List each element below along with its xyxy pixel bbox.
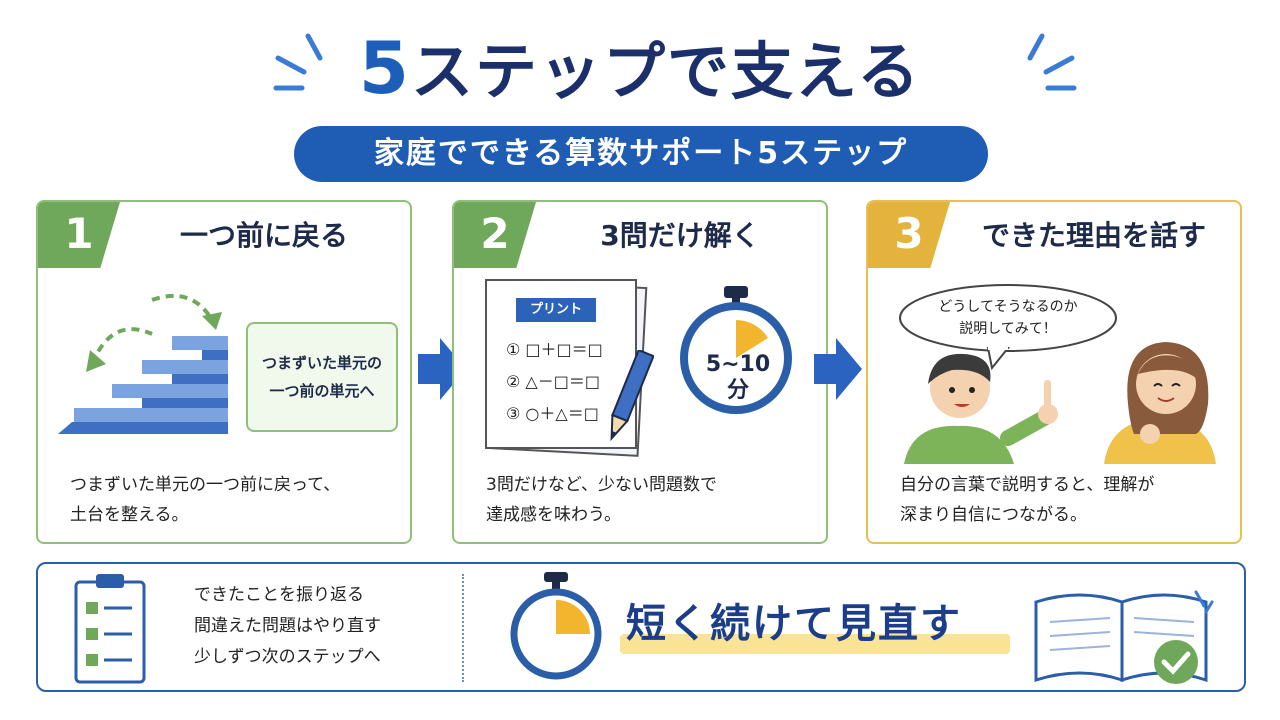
step1-note-box: つまずいた単元の 一つ前の単元へ (246, 322, 398, 432)
timer-duration: 5~10 分 (705, 352, 771, 403)
arrow-right-icon (418, 338, 466, 400)
list-item: できたことを振り返る (194, 585, 364, 605)
stairs-illustration-icon (58, 294, 228, 434)
worksheet-line-3: ③ ○＋△＝□ (506, 404, 599, 423)
burst-lines-right-icon (1027, 33, 1077, 91)
list-item: 少しずつ次のステップへ (194, 647, 381, 667)
step-title-1: 一つ前に戻る (179, 219, 348, 252)
clipboard-checklist-icon (74, 574, 146, 684)
worksheet-line-1: ① □＋□＝□ (506, 340, 603, 359)
step-description-3: 自分の言葉で説明すると、理解が 深まり自信につながる。 (900, 475, 1155, 525)
list-item: 間違えた問題はやり直す (194, 616, 381, 636)
worksheet-label: プリント (516, 298, 596, 322)
stopwatch-icon (680, 286, 792, 414)
summary-headline: 短く続けて見直す (626, 601, 962, 647)
burst-lines-left-icon (273, 33, 323, 91)
subtitle-banner: 家庭でできる算数サポート5ステップ (294, 126, 988, 182)
dotted-divider (462, 574, 464, 682)
step-title-2: 3問だけ解く (600, 219, 760, 252)
step-card-1: 1 一つ前に戻る つまずいた単元の 一つ前の単元へ つまずいた単元の一つ前に戻っ… (36, 200, 412, 544)
step-description-1: つまずいた単元の一つ前に戻って、 土台を整える。 (70, 475, 341, 525)
stopwatch-icon (510, 572, 602, 680)
step-number-2: 2 (454, 202, 536, 268)
step-number-1: 1 (38, 202, 120, 268)
review-checklist: できたことを振り返る 間違えた問題はやり直す 少しずつ次のステップへ (194, 580, 381, 673)
open-book-check-icon (1034, 590, 1214, 684)
speech-bubble-text: どうしてそうなるのか 説明してみて！ (938, 299, 1078, 337)
step-card-3: 3 できた理由を話す どうしてそうなるのか 説明してみて！ 自分の言葉で説明する… (866, 200, 1242, 544)
page-title: 5ステップで支える (358, 26, 922, 110)
step-card-2: 2 3問だけ解く プリント ① □＋□＝□ ② △－□＝□ ③ ○＋△＝□ 5~… (452, 200, 828, 544)
step-number-3: 3 (868, 202, 950, 268)
arrow-right-icon (814, 338, 862, 400)
speech-bubble-icon (899, 284, 1117, 371)
highlight-marker (620, 634, 1010, 654)
step-description-2: 3問だけなど、少ない問題数で 達成感を味わう。 (486, 475, 717, 525)
child-and-parent-illustration-icon (904, 342, 1216, 464)
bottom-summary-panel: できたことを振り返る 間違えた問題はやり直す 少しずつ次のステップへ 短く続けて… (36, 562, 1246, 692)
step-title-3: できた理由を話す (981, 219, 1206, 252)
worksheet-line-2: ② △－□＝□ (506, 372, 600, 391)
worksheet-icon (485, 279, 648, 457)
pencil-icon (610, 350, 654, 442)
